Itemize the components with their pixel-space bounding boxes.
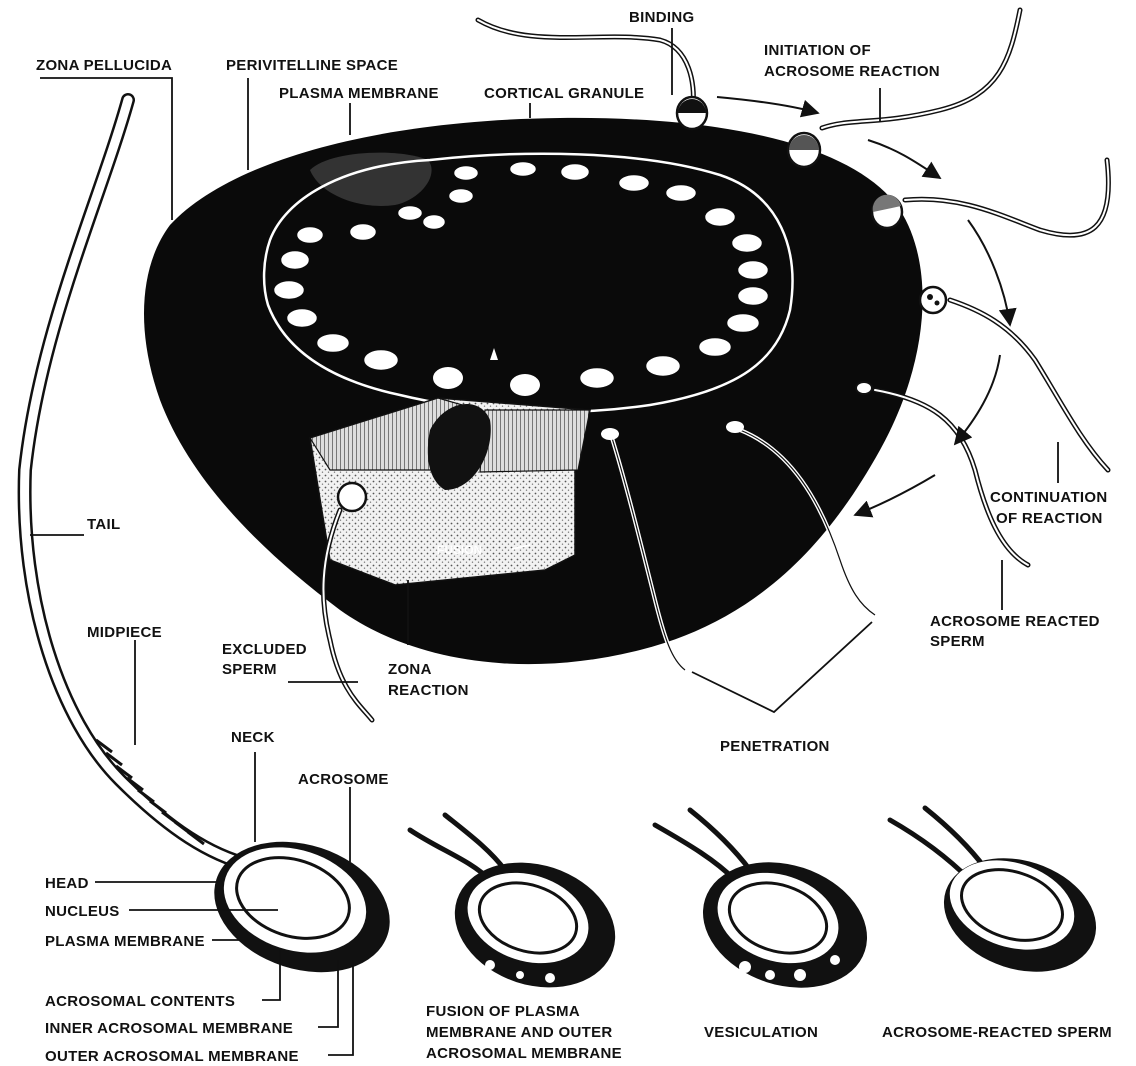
label-perivitelline-space: PERIVITELLINE SPACE xyxy=(226,57,398,74)
label-acrosome-reacted-sperm: ACROSOME-REACTED SPERM xyxy=(882,1024,1112,1041)
label-nucleus: NUCLEUS xyxy=(45,903,120,920)
label-excluded-2: SPERM xyxy=(222,661,277,678)
label-head: HEAD xyxy=(45,875,89,892)
label-zona-pellucida: ZONA PELLUCIDA xyxy=(36,57,172,74)
label-continuation-2: OF REACTION xyxy=(996,510,1103,527)
sperm-continuation-b xyxy=(920,287,1108,470)
label-zona-reaction-2: REACTION xyxy=(388,682,469,699)
label-fusion-caption-2: MEMBRANE AND OUTER xyxy=(426,1024,613,1041)
label-outer-acrosomal-membrane: OUTER ACROSOMAL MEMBRANE xyxy=(45,1048,299,1065)
label-acrosome-reacted-2: SPERM xyxy=(930,633,985,650)
sperm-initiation xyxy=(788,10,1020,167)
label-initiation-1: INITIATION OF xyxy=(764,42,871,59)
label-cortical-granule: CORTICAL GRANULE xyxy=(484,85,644,102)
label-fusion-caption-3: ACROSOMAL MEMBRANE xyxy=(426,1045,622,1062)
label-plasma-membrane-top: PLASMA MEMBRANE xyxy=(279,85,439,102)
label-fusion-caption-1: FUSION OF PLASMA xyxy=(426,1003,580,1020)
label-excluded-1: EXCLUDED xyxy=(222,641,307,658)
label-initiation-2: ACROSOME REACTION xyxy=(764,63,940,80)
sperm-head-vesiculation xyxy=(655,810,883,1008)
label-midpiece: MIDPIECE xyxy=(87,624,162,641)
midpiece-coils xyxy=(96,740,204,844)
label-penetration: PENETRATION xyxy=(720,738,830,755)
label-acrosome: ACROSOME xyxy=(298,771,389,788)
label-binding: BINDING xyxy=(629,9,694,26)
label-vesiculation: VESICULATION xyxy=(704,1024,818,1041)
label-inner-acrosomal-membrane: INNER ACROSOMAL MEMBRANE xyxy=(45,1020,293,1037)
sperm-head-fusion xyxy=(410,815,632,1007)
label-zona-reaction-1: ZONA xyxy=(388,661,432,678)
label-acrosome-reacted-1: ACROSOME REACTED xyxy=(930,613,1100,630)
sperm-head-reacted xyxy=(890,808,1111,990)
label-acrosomal-contents: ACROSOMAL CONTENTS xyxy=(45,993,235,1010)
label-neck: NECK xyxy=(231,729,275,746)
label-plasma-membrane-bottom: PLASMA MEMBRANE xyxy=(45,933,205,950)
fusion-inner-label: FUSION xyxy=(437,543,482,557)
label-tail: TAIL xyxy=(87,516,120,533)
label-continuation-1: CONTINUATION xyxy=(990,489,1107,506)
